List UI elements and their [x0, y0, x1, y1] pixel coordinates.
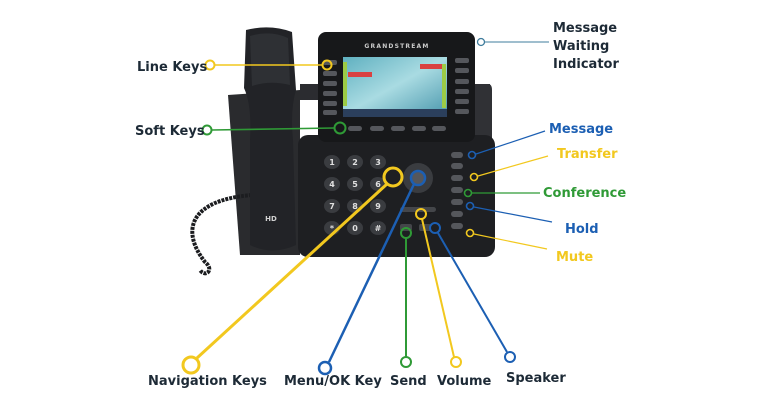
label-hold: Hold	[565, 222, 599, 237]
keypad-key-label: 6	[375, 180, 381, 189]
keypad-key[interactable]: 2	[347, 155, 363, 169]
label-transfer: Transfer	[557, 147, 618, 162]
keypad-key-label: 8	[352, 202, 358, 211]
brand-logo: GRANDSTREAM	[364, 43, 429, 50]
line-key[interactable]	[455, 89, 469, 94]
soft-key[interactable]	[348, 126, 362, 131]
mute-button[interactable]	[451, 223, 463, 229]
speaker-button[interactable]	[419, 224, 431, 231]
line-key[interactable]	[455, 99, 469, 104]
keypad-key-label: 4	[329, 180, 335, 189]
keypad-key-label: 1	[329, 158, 335, 167]
label-send: Send	[390, 374, 427, 389]
line-key[interactable]	[455, 109, 469, 114]
soft-key[interactable]	[391, 126, 405, 131]
label-mute: Mute	[556, 250, 593, 265]
transfer-button[interactable]	[451, 175, 463, 181]
callout-message	[467, 130, 546, 160]
message-button[interactable]	[451, 152, 463, 158]
line-key[interactable]	[455, 79, 469, 84]
callout-conference	[463, 188, 540, 198]
keypad-key-label: *	[330, 224, 335, 233]
keypad-key[interactable]: 7	[324, 199, 340, 213]
label-navigation-keys: Navigation Keys	[148, 374, 267, 389]
hd-badge: HD	[265, 215, 277, 223]
label-message: Message	[549, 122, 613, 137]
line-key[interactable]	[455, 58, 469, 63]
label-mwi-3: Indicator	[553, 57, 619, 72]
keypad-key-label: #	[375, 224, 382, 233]
callout-mute	[465, 228, 548, 250]
coiled-cord	[190, 193, 253, 276]
keypad-key-label: 9	[375, 202, 381, 211]
callout-send	[400, 227, 412, 368]
headset-mode-button[interactable]	[451, 211, 463, 217]
line-key[interactable]	[323, 81, 337, 86]
line-key[interactable]	[323, 91, 337, 96]
soft-keys	[348, 126, 446, 131]
soft-key[interactable]	[370, 126, 384, 131]
callout-line-keys	[204, 59, 333, 71]
label-mwi-1: Message	[553, 21, 617, 36]
keypad-key-label: 2	[352, 158, 358, 167]
soft-key[interactable]	[412, 126, 426, 131]
label-line-keys: Line Keys	[137, 60, 207, 75]
navigation-cluster	[400, 163, 436, 231]
callout-volume	[415, 208, 462, 368]
keypad-key[interactable]: 9	[370, 199, 386, 213]
keypad-key-label: 3	[375, 158, 381, 167]
callout-mwi	[476, 37, 549, 47]
keypad-key-label: 5	[352, 180, 358, 189]
line-key[interactable]	[323, 110, 337, 115]
hold-button[interactable]	[451, 199, 463, 205]
keypad-key[interactable]: 5	[347, 177, 363, 191]
keypad-key[interactable]: 4	[324, 177, 340, 191]
ok-button[interactable]	[412, 172, 424, 184]
keypad-key[interactable]: 0	[347, 221, 363, 235]
keypad-key-label: 7	[329, 202, 335, 211]
label-mwi-2: Waiting	[553, 39, 609, 54]
keypad-key[interactable]: 1	[324, 155, 340, 169]
handset: HD	[190, 27, 296, 276]
function-keys	[451, 152, 463, 229]
callout-transfer	[469, 155, 549, 182]
label-conference: Conference	[543, 186, 626, 201]
callout-speaker	[429, 222, 516, 363]
conference-button[interactable]	[451, 187, 463, 193]
keypad-key-label: 0	[352, 224, 358, 233]
keypad-key[interactable]: #	[370, 221, 386, 235]
label-speaker: Speaker	[506, 371, 566, 386]
callout-soft-keys	[201, 121, 347, 136]
line-key[interactable]	[323, 71, 337, 76]
line-key[interactable]	[323, 101, 337, 106]
keypad-key[interactable]: 8	[347, 199, 363, 213]
callout-menu-ok	[317, 169, 427, 376]
soft-key[interactable]	[432, 126, 446, 131]
label-soft-keys: Soft Keys	[135, 124, 205, 139]
keypad-key[interactable]: 3	[370, 155, 386, 169]
label-volume: Volume	[437, 374, 492, 389]
headset-button[interactable]	[451, 163, 463, 169]
label-menu-ok-key: Menu/OK Key	[284, 374, 382, 389]
callout-hold	[465, 201, 553, 223]
callout-navigation-keys	[181, 166, 404, 375]
line-key[interactable]	[455, 68, 469, 73]
